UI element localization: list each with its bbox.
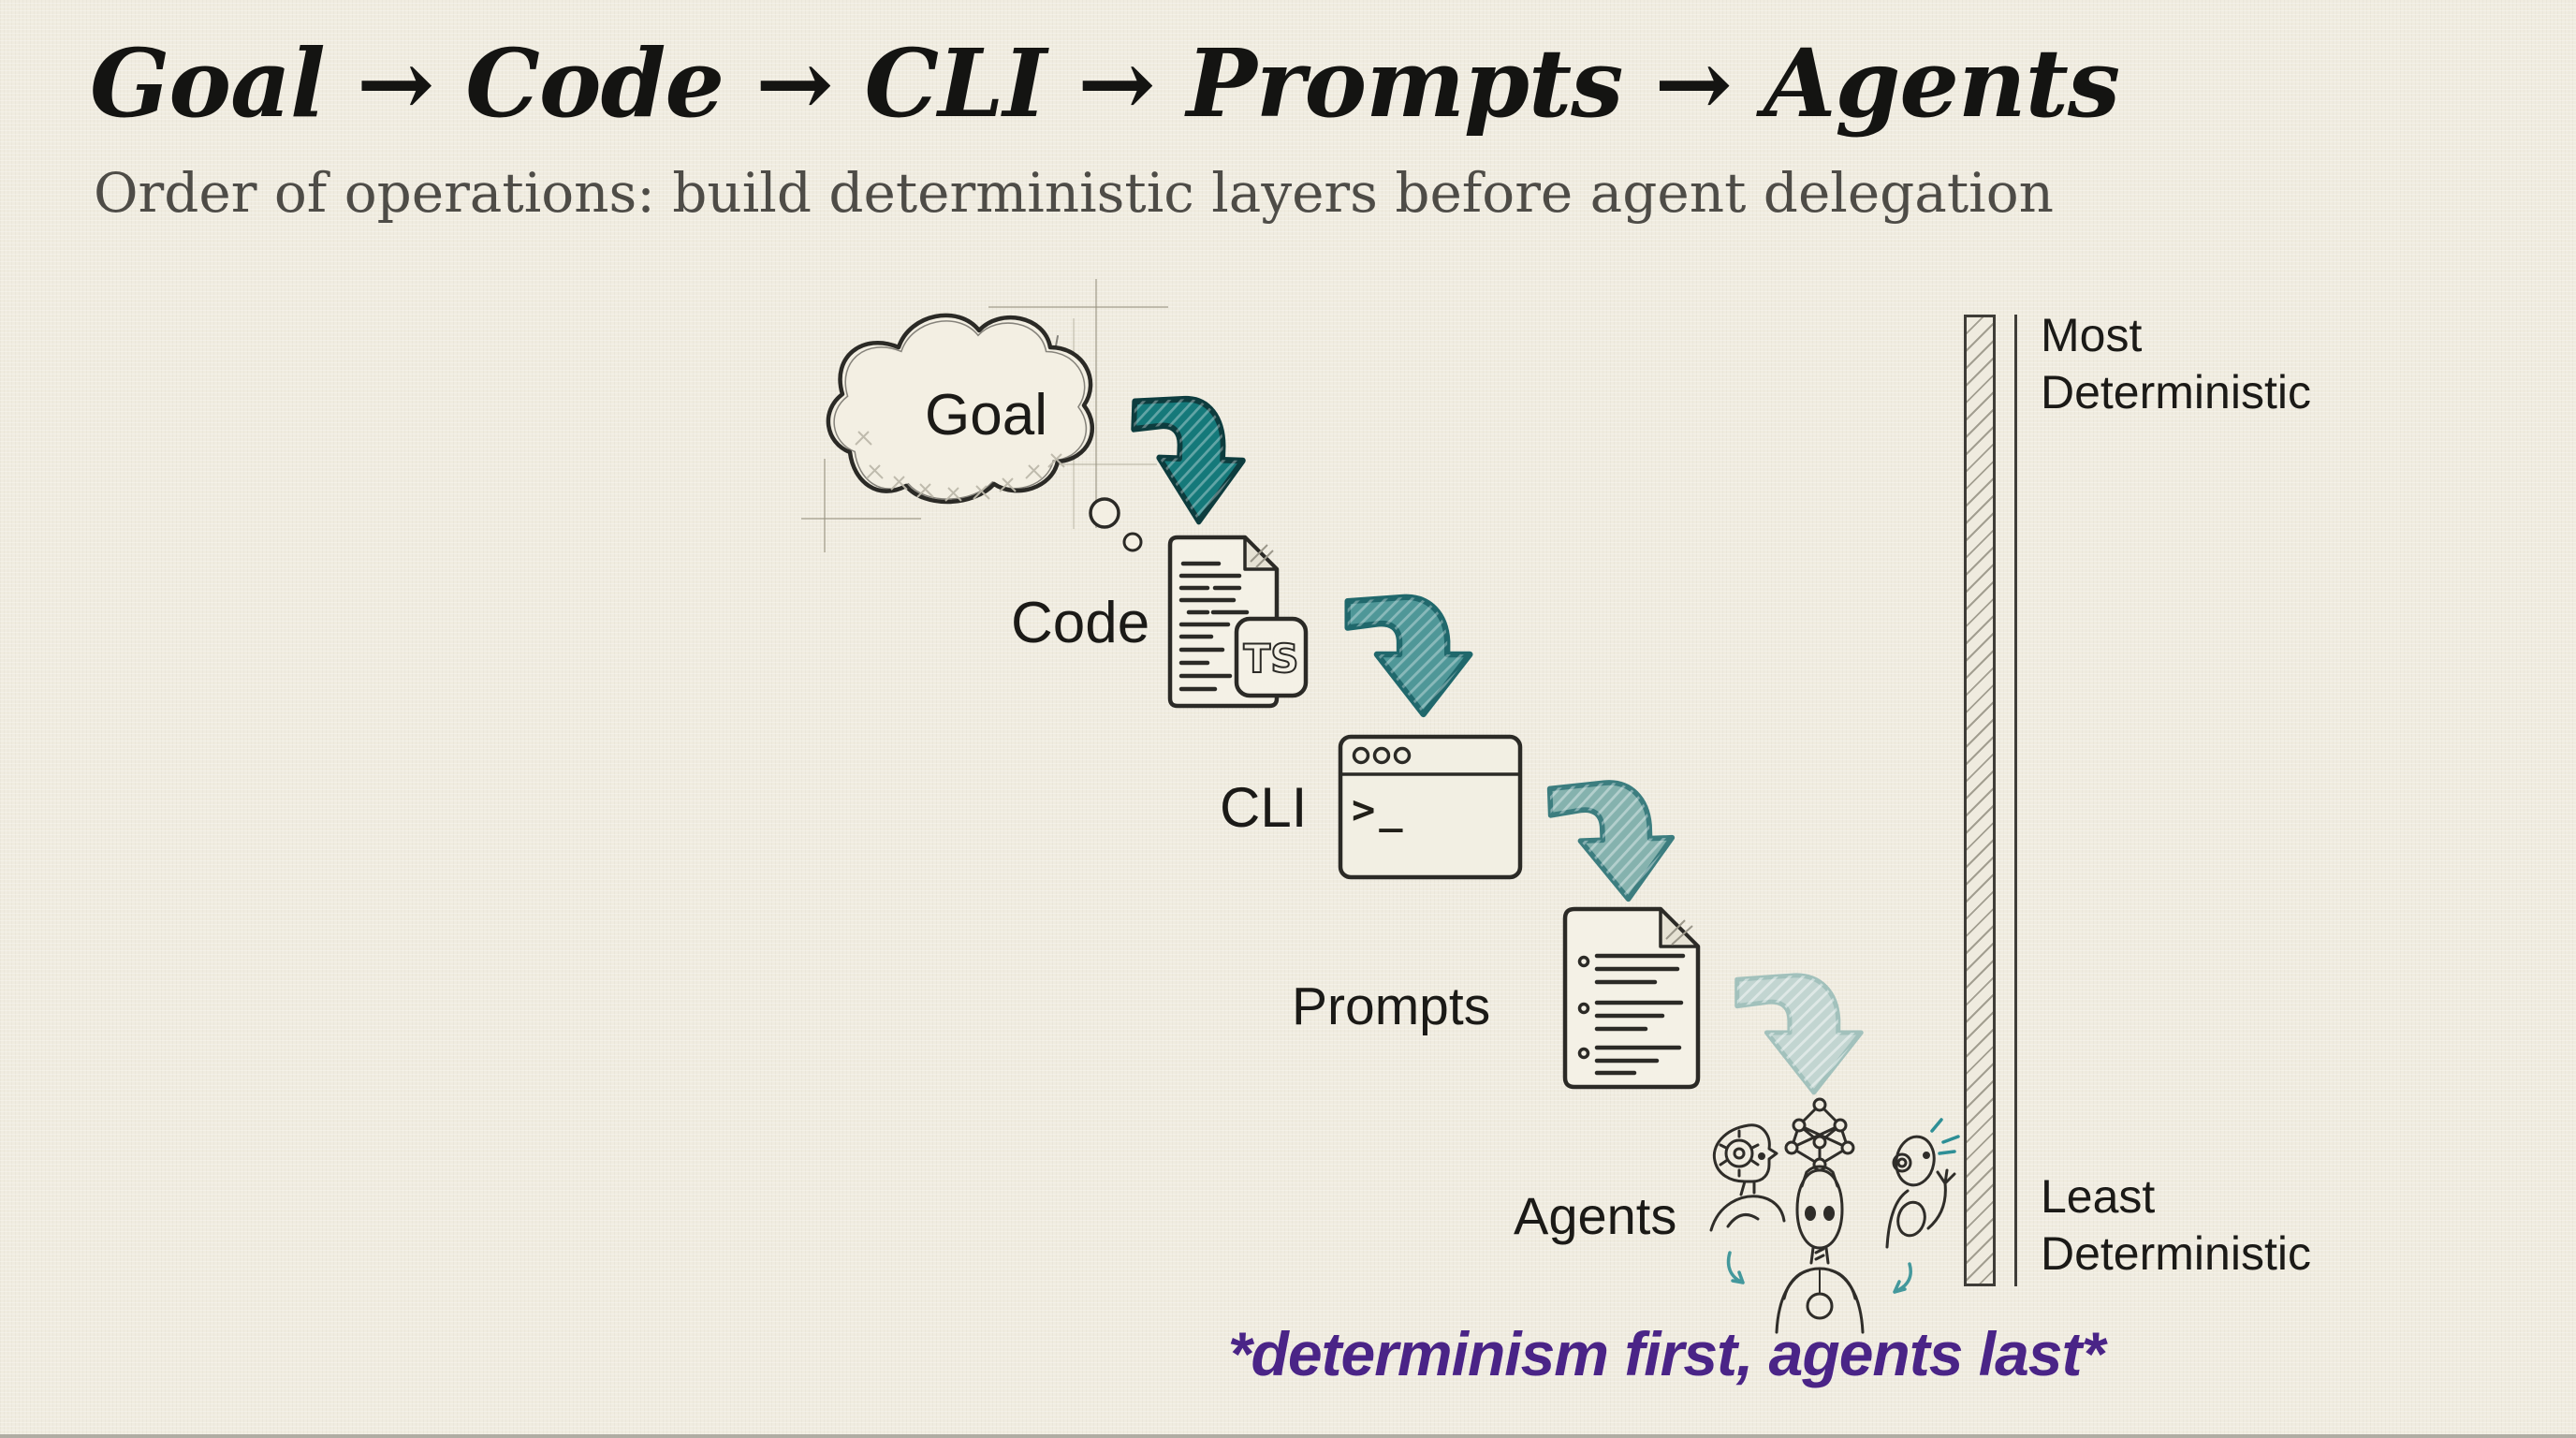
- window-buttons: [1352, 746, 1412, 765]
- thought-bubble-large: [1089, 497, 1120, 529]
- typescript-badge-icon: TS: [1234, 616, 1309, 698]
- cloud-hatching: [855, 431, 1065, 502]
- bullet-document-icon: [1562, 906, 1701, 1090]
- construction-line: [824, 459, 826, 552]
- cloud-outline: [826, 313, 1094, 505]
- scale-label-least: Least Deterministic: [2041, 1168, 2311, 1283]
- step-label-goal: Goal: [925, 383, 1047, 448]
- page-subtitle: Order of operations: build deterministic…: [94, 161, 2054, 225]
- neural-network-icon: [1784, 1097, 1855, 1172]
- robot-left: [1709, 1123, 1786, 1232]
- scale-label-most-line2: Deterministic: [2041, 366, 2311, 418]
- footer-note: *determinism first, agents last*: [1227, 1319, 2105, 1388]
- bottom-edge-line: [0, 1434, 2576, 1438]
- page-title: Goal → Code → CLI → Prompts → Agents: [90, 28, 2120, 139]
- arrow-code-to-cli: [1344, 594, 1473, 718]
- construction-line: [801, 518, 921, 520]
- svg-text:TS: TS: [1244, 636, 1299, 682]
- step-label-agents: Agents: [1514, 1186, 1677, 1245]
- robot-group-icon: [1709, 1097, 1960, 1334]
- step-label-cli: CLI: [1220, 776, 1308, 839]
- scale-label-most-line1: Most: [2041, 309, 2143, 361]
- scale-label-most: Most Deterministic: [2041, 307, 2311, 421]
- construction-line: [988, 306, 1168, 308]
- spark-lines: [1930, 1118, 1960, 1155]
- robot-center: [1775, 1165, 1865, 1334]
- determinism-scale-bar: [1964, 315, 1996, 1286]
- terminal-window-icon: >_: [1338, 734, 1523, 880]
- step-label-prompts: Prompts: [1292, 976, 1491, 1036]
- bullet-list: [1577, 953, 1686, 1076]
- construction-line: [1020, 463, 1157, 465]
- arrow-goal-to-code: [1131, 395, 1246, 525]
- swarm-arrow-left: [1726, 1251, 1745, 1284]
- thought-cloud-icon: [826, 313, 1143, 552]
- cloud-inner-line: [833, 320, 1088, 500]
- terminal-prompt: >_: [1352, 786, 1407, 832]
- scale-label-least-line1: Least: [2041, 1170, 2156, 1223]
- step-label-code: Code: [1011, 591, 1150, 655]
- robot-right: [1885, 1135, 1956, 1249]
- arrow-cli-to-prompts: [1546, 780, 1676, 902]
- thought-bubble-small: [1122, 532, 1143, 552]
- swarm-arrow-right: [1893, 1262, 1912, 1294]
- construction-line: [1095, 279, 1097, 528]
- determinism-scale-axis: [2014, 315, 2017, 1286]
- scale-label-least-line2: Deterministic: [2041, 1227, 2311, 1280]
- arrow-prompts-to-agents: [1734, 973, 1864, 1095]
- code-text-lines: [1178, 561, 1250, 692]
